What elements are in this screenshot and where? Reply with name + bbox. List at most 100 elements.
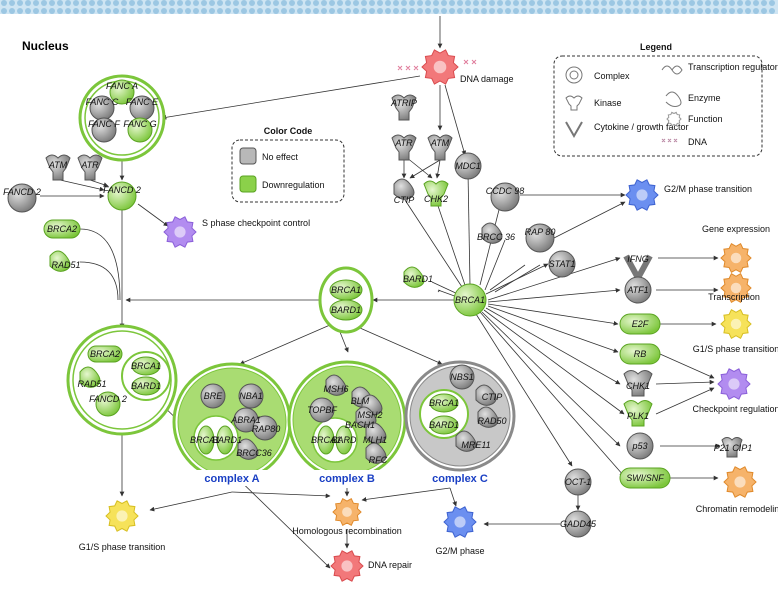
chk1-kinase[interactable]: CHK1: [623, 370, 653, 397]
no-effect-brush-icon: [239, 147, 257, 165]
complex-c[interactable]: NBS1 CTIP RAD50 MRE11 BRCA1 BARD1: [404, 360, 516, 472]
function-gear-hub: [433, 60, 447, 74]
s-phase-function[interactable]: S phase checkpoint control: [163, 216, 310, 248]
g2m-top-function[interactable]: G2/M phase transition: [625, 179, 752, 211]
atm-left-kinase[interactable]: ATM: [45, 154, 71, 181]
g1s-bottom-label: G1/S phase transition: [79, 542, 166, 552]
dna-legend-icon: [661, 138, 678, 143]
left-brca2-label: BRCA2: [90, 349, 120, 359]
ifng-label: IFNG: [627, 254, 649, 264]
cb-blm-label: BLM: [351, 396, 370, 406]
ifng-node[interactable]: IFNG: [623, 254, 653, 281]
membrane-lipid: [393, 8, 399, 14]
membrane-lipid: [425, 8, 431, 14]
membrane-lipid: [89, 0, 95, 6]
fancd2-node-b[interactable]: FANCD 2: [103, 181, 141, 211]
membrane-lipid: [601, 8, 607, 14]
left-complex[interactable]: BRCA2 RAD51 FANCD 2 BRCA1 BARD1: [66, 324, 178, 436]
oct1-node[interactable]: OCT-1: [564, 468, 592, 496]
g2m-bottom-function[interactable]: G2/M phase: [435, 506, 485, 556]
fanc-complex[interactable]: FANC A FANC C FANC E FANC F FANC G: [78, 74, 166, 162]
rb-node[interactable]: RB: [619, 343, 661, 365]
atr-kinase[interactable]: ATR: [391, 134, 417, 161]
bard1-single-node[interactable]: BARD1: [403, 266, 433, 288]
membrane-lipid: [585, 0, 591, 6]
complex-b[interactable]: MSH6 TOPBF BLM MSH2 BACH1 MLH1 BRCA1 BAR…: [287, 360, 407, 480]
chromatin-function[interactable]: Chromatin remodeling: [696, 466, 778, 514]
chk1-label: CHK1: [626, 381, 650, 391]
membrane-lipid: [313, 8, 319, 14]
membrane-lipid: [593, 8, 599, 14]
e2f-node[interactable]: E2F: [619, 313, 661, 335]
chk2-kinase[interactable]: CHK2: [423, 180, 449, 207]
fancd2-node-a[interactable]: FANCD 2: [3, 183, 41, 213]
membrane-lipid: [129, 0, 135, 6]
rap80-node[interactable]: RAP 80: [525, 223, 556, 253]
s-phase-label-1: S phase checkpoint control: [202, 218, 310, 228]
brca2-node[interactable]: BRCA2: [43, 219, 81, 239]
membrane-lipid: [425, 0, 431, 6]
ctip-enzyme[interactable]: CTIP: [393, 178, 415, 205]
rap80-label: RAP 80: [525, 227, 556, 237]
fanc-c-label: FANC C: [86, 97, 119, 107]
brca1-center-label: BRCA1: [455, 295, 485, 305]
atf1-label: ATF1: [626, 285, 648, 295]
gene-expression-function[interactable]: Gene expression: [702, 224, 770, 273]
fanc-f-label: FANC F: [88, 119, 120, 129]
checkpoint-label: Checkpoint regulation: [692, 404, 778, 414]
membrane-lipid: [449, 0, 455, 6]
gadd45-node[interactable]: GADD45: [560, 510, 597, 538]
cc-rad50-label: RAD50: [477, 416, 506, 426]
membrane-lipid: [289, 0, 295, 6]
dna-repair-function[interactable]: DNA repair: [330, 550, 412, 582]
g1s-right-function[interactable]: G1/S phase transition: [693, 309, 778, 354]
atm-label: ATM: [430, 138, 450, 148]
fancd2-a-label: FANCD 2: [3, 187, 41, 197]
atf1-node[interactable]: ATF1: [624, 276, 652, 304]
membrane-lipid: [377, 0, 383, 6]
dna-repair-label: DNA repair: [368, 560, 412, 570]
brca1-top-label: BRCA1: [331, 285, 361, 295]
membrane-lipid: [273, 8, 279, 14]
legend-title: Legend: [640, 42, 672, 52]
brca1-center-node[interactable]: BRCA1: [453, 283, 487, 317]
ccdc98-node[interactable]: CCDC 98: [486, 182, 525, 212]
membrane-lipid: [361, 0, 367, 6]
complex-a[interactable]: BRE NBA1 ABRA1 RAP80 BRCC36 BRCA1 BARD1: [172, 362, 292, 482]
rad51-label: RAD51: [51, 260, 80, 270]
plk1-kinase[interactable]: PLK1: [623, 400, 653, 427]
membrane-lipid: [97, 0, 103, 6]
g1s-bottom-function[interactable]: G1/S phase transition: [79, 500, 166, 552]
membrane-lipid: [657, 0, 663, 6]
p53-node[interactable]: p53: [626, 432, 654, 460]
swi-snf-node[interactable]: SWI/SNF: [619, 467, 671, 489]
mdc1-node[interactable]: MDC1: [454, 152, 482, 180]
membrane-lipid: [217, 8, 223, 14]
rad51-node[interactable]: RAD51: [49, 250, 81, 272]
membrane-lipid: [25, 8, 31, 14]
checkpoint-function[interactable]: Checkpoint regulation: [692, 368, 778, 414]
brca1-bard1-complex-top[interactable]: BRCA1 BARD1: [318, 266, 374, 334]
membrane-lipid: [177, 8, 183, 14]
atrip-kinase[interactable]: ATRIP: [390, 94, 417, 121]
dna-damage-node[interactable]: DNA damage: [397, 49, 514, 85]
function-legend-icon: [666, 111, 682, 127]
membrane-lipid: [641, 8, 647, 14]
membrane-lipid: [249, 8, 255, 14]
membrane-lipid: [769, 0, 775, 6]
bard1-single-label: BARD1: [403, 274, 433, 284]
membrane-lipid: [297, 8, 303, 14]
ccdc98-label: CCDC 98: [486, 186, 525, 196]
transcription-function[interactable]: Transcription: [708, 273, 760, 303]
atm-kinase[interactable]: ATM: [427, 134, 453, 161]
membrane-lipid: [281, 8, 287, 14]
stat1-node[interactable]: STAT1: [548, 250, 576, 278]
brcc36-node[interactable]: BRCC 36: [477, 222, 515, 244]
membrane-lipid: [353, 8, 359, 14]
p21-node[interactable]: P21 CIP1: [714, 437, 753, 458]
membrane-lipid: [217, 0, 223, 6]
hr-function[interactable]: Homologous recombination: [292, 498, 402, 536]
atr-left-kinase[interactable]: ATR: [77, 154, 103, 181]
membrane-lipid: [521, 8, 527, 14]
membrane-lipid: [65, 0, 71, 6]
